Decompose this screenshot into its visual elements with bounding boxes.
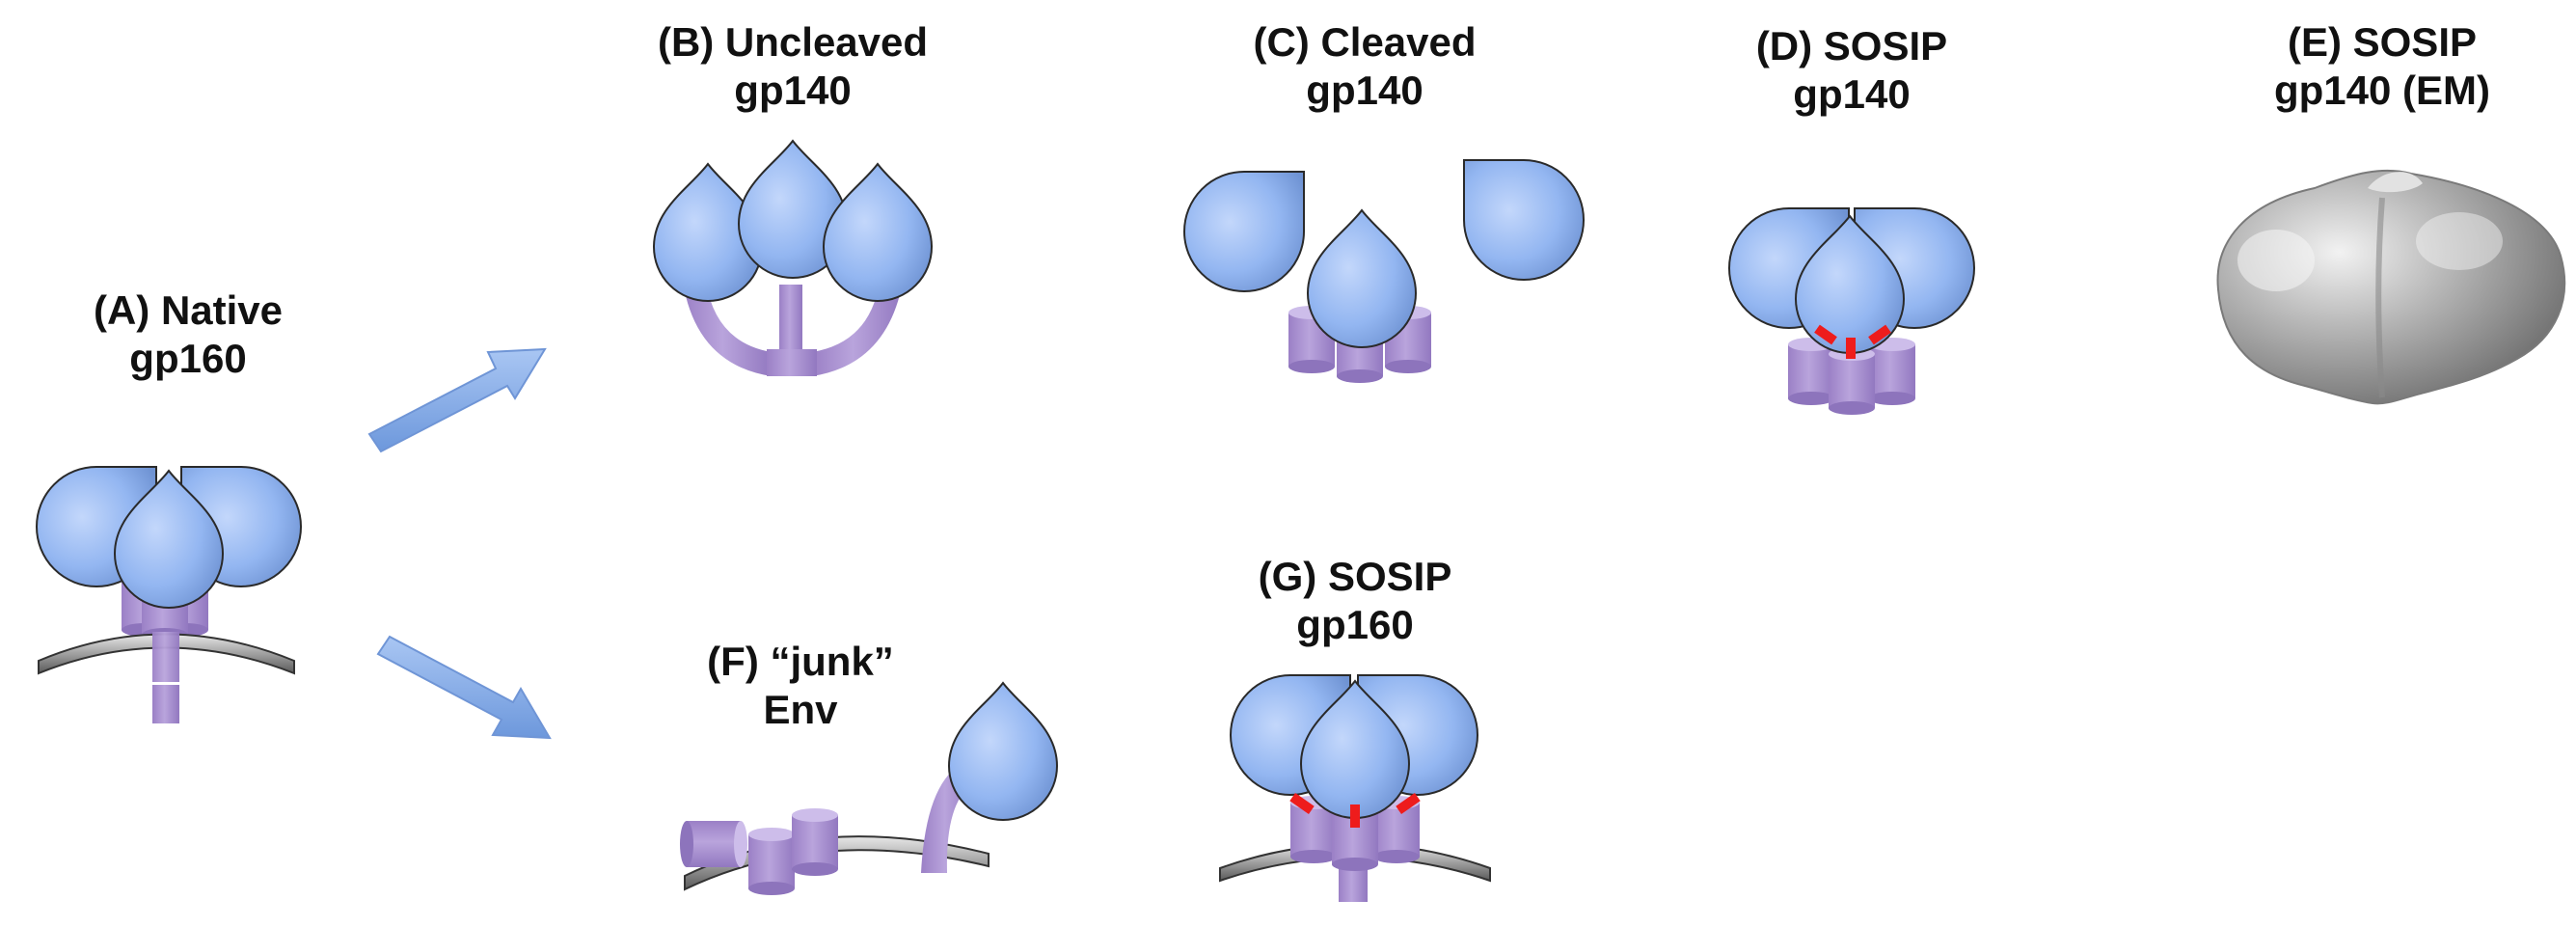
label-d-line2: gp140: [1793, 71, 1910, 117]
gp120-subunit-icon: [1230, 674, 1478, 819]
label-c-line2: gp140: [1306, 68, 1423, 113]
label-a-line1: (A) Native: [94, 287, 283, 333]
label-e-line1: (E) SOSIP: [2288, 19, 2477, 65]
label-e-line2: gp140 (EM): [2274, 68, 2490, 113]
label-a-line2: gp160: [129, 336, 246, 381]
label-f-line1: (F) “junk”: [707, 639, 894, 684]
label-b-line2: gp140: [734, 68, 851, 113]
label-g-line1: (G) SOSIP: [1259, 554, 1452, 599]
trimer-native-gp160: [36, 466, 302, 723]
label-f-line2: Env: [763, 687, 838, 732]
gp120-subunit-icon: [36, 466, 302, 609]
em-density-map-icon: [2216, 169, 2566, 405]
label-c-line1: (C) Cleaved: [1253, 19, 1476, 65]
arrow-icon: [367, 347, 547, 453]
arrow-icon: [376, 635, 552, 740]
label-b-line1: (B) Uncleaved: [658, 19, 928, 65]
cleaved-gp140: [1183, 159, 1585, 383]
membrane-icon: [38, 633, 295, 675]
label-g-line2: gp160: [1296, 602, 1413, 647]
trimer-sosip-gp140: [1728, 207, 1975, 415]
gp120-subunit-icon: [948, 682, 1058, 821]
disulfide-bond-icon: [1289, 793, 1421, 828]
gp41-subunit-icon: [680, 762, 974, 895]
gp120-subunit-icon: [1728, 207, 1975, 354]
gp120-subunit-icon: [1183, 159, 1585, 348]
label-d-line1: (D) SOSIP: [1756, 23, 1947, 68]
trimer-uncleaved-gp140: [653, 140, 933, 376]
trimer-sosip-gp160: [1219, 674, 1491, 902]
gp41-subunit-icon: [122, 569, 208, 723]
gp41-subunit-icon: [683, 282, 903, 376]
gp120-subunit-icon: [653, 140, 933, 302]
junk-env: [680, 682, 1058, 895]
disulfide-bond-icon: [1814, 324, 1891, 359]
